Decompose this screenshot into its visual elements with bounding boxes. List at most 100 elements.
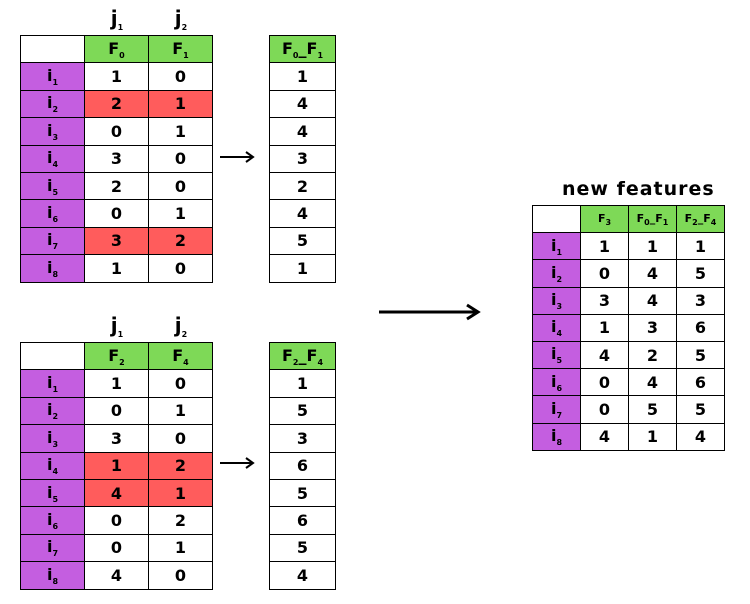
value-cell: 1	[84, 254, 149, 283]
result-value-cell: 5	[269, 478, 336, 508]
result-value-cell: 5	[269, 226, 336, 256]
row-label: i2	[20, 89, 85, 119]
result-value-cell: 5	[269, 533, 336, 563]
result-row: 1	[269, 62, 336, 91]
row-label: i5	[20, 478, 85, 508]
result-row: 5	[269, 226, 336, 256]
top-small-arrow	[220, 151, 255, 163]
highlighted-value-cell: 1	[148, 478, 213, 508]
row-label: i7	[532, 395, 581, 424]
row-label: i6	[20, 506, 85, 535]
result-value-cell: 1	[269, 369, 336, 398]
highlighted-value-cell: 2	[148, 451, 213, 480]
result-row: 5	[269, 533, 336, 563]
value-cell: 1	[628, 422, 677, 451]
value-cell: 0	[84, 533, 149, 563]
value-cell: 4	[628, 259, 677, 288]
result-row: 3	[269, 424, 336, 453]
value-cell: 4	[580, 340, 629, 370]
value-cell: 0	[580, 395, 629, 424]
value-cell: 0	[84, 199, 149, 228]
value-cell: 2	[84, 171, 149, 201]
value-cell: 6	[676, 313, 725, 342]
value-cell: 0	[148, 144, 213, 173]
result-row: 4	[269, 199, 336, 228]
result-row: 4	[269, 117, 336, 146]
row-label: i6	[20, 199, 85, 228]
value-cell: 1	[580, 232, 629, 261]
value-cell: 4	[628, 286, 677, 315]
row-label: i1	[20, 369, 85, 398]
value-cell: 0	[148, 424, 213, 453]
row-label: i4	[20, 144, 85, 173]
row-label: i7	[20, 533, 85, 563]
result-row: 4	[269, 89, 336, 119]
row-label: i2	[20, 396, 85, 426]
value-cell: 3	[84, 424, 149, 453]
result-value-cell: 3	[269, 424, 336, 453]
combined-feature-header: F2_F4	[269, 341, 336, 371]
value-cell: 2	[628, 340, 677, 370]
value-cell: 1	[84, 62, 149, 91]
value-cell: 3	[580, 286, 629, 315]
value-cell: 0	[148, 561, 213, 590]
corner-cell	[20, 341, 85, 371]
result-header-row: F2_F4	[269, 341, 336, 371]
value-cell: 1	[580, 313, 629, 342]
row-label: i5	[20, 171, 85, 201]
value-cell: 1	[148, 396, 213, 426]
value-cell: 5	[628, 395, 677, 424]
value-cell: 5	[676, 395, 725, 424]
value-cell: 0	[84, 396, 149, 426]
result-row: 5	[269, 396, 336, 426]
value-cell: 0	[580, 259, 629, 288]
value-cell: 4	[580, 422, 629, 451]
value-cell: 3	[628, 313, 677, 342]
row-label: i2	[532, 259, 581, 288]
top-col-label-j1: j1	[110, 6, 124, 32]
highlighted-value-cell: 1	[148, 89, 213, 119]
result-row: 6	[269, 506, 336, 535]
result-row: 1	[269, 254, 336, 283]
row-label: i3	[20, 424, 85, 453]
result-row: 4	[269, 561, 336, 590]
result-value-cell: 6	[269, 451, 336, 480]
value-cell: 1	[676, 232, 725, 261]
result-value-cell: 3	[269, 144, 336, 173]
row-label: i8	[20, 561, 85, 590]
value-cell: 4	[676, 422, 725, 451]
value-cell: 2	[148, 506, 213, 535]
result-value-cell: 5	[269, 396, 336, 426]
value-cell: 0	[148, 369, 213, 398]
result-value-cell: 2	[269, 171, 336, 201]
bottom-col-label-j2: j2	[174, 313, 188, 339]
value-cell: 1	[148, 117, 213, 146]
value-cell: 0	[148, 254, 213, 283]
result-header-row: F0_F1	[269, 34, 336, 64]
feature-header: F1	[148, 34, 213, 64]
highlighted-value-cell: 2	[148, 226, 213, 256]
big-arrow	[379, 303, 481, 321]
